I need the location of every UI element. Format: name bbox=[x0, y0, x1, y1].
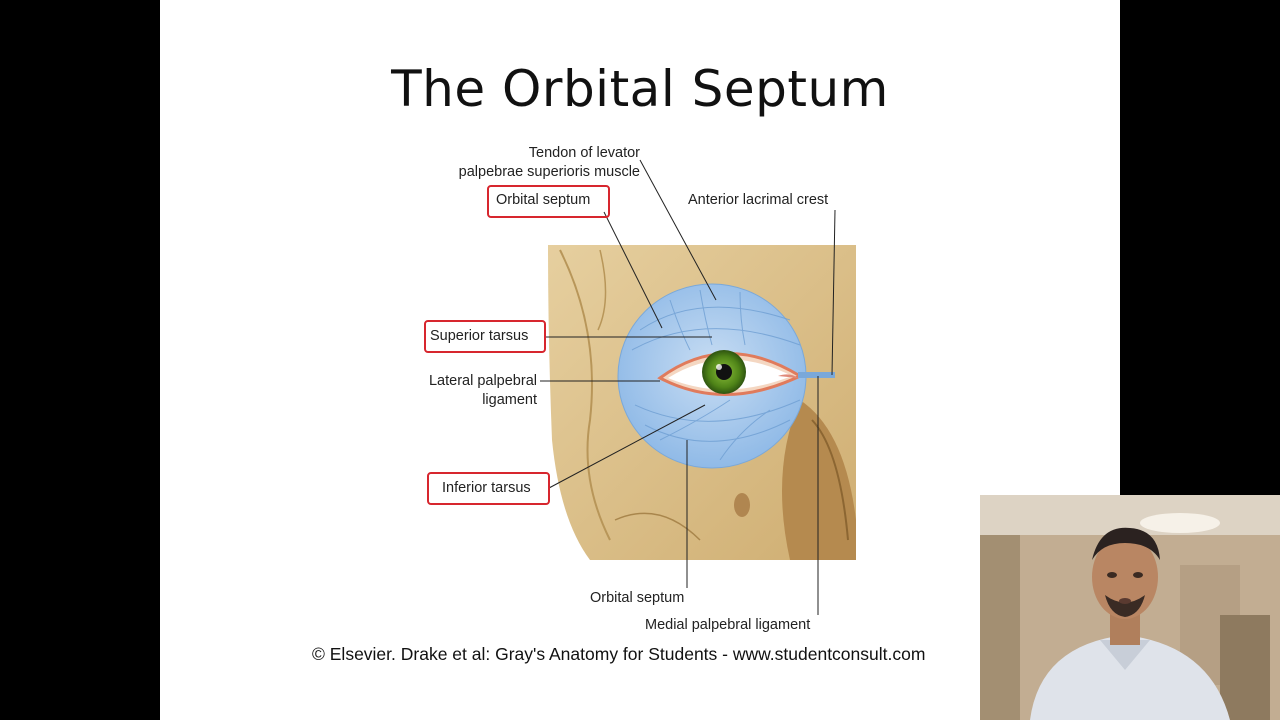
label-medial-palpebral-ligament: Medial palpebral ligament bbox=[645, 617, 811, 633]
label-lateral-palpebral-line2: ligament bbox=[482, 392, 537, 408]
highlight-box-inferior-tarsus bbox=[427, 472, 550, 505]
highlight-box-superior-tarsus bbox=[424, 320, 546, 353]
label-orbital-septum-top: Orbital septum bbox=[496, 192, 591, 208]
label-superior-tarsus: Superior tarsus bbox=[430, 328, 529, 344]
label-inferior-tarsus: Inferior tarsus bbox=[442, 480, 531, 496]
presenter-webcam-image bbox=[980, 495, 1280, 720]
label-tendon-levator-line2: palpebrae superioris muscle bbox=[458, 164, 640, 180]
label-orbital-septum-bottom: Orbital septum bbox=[590, 590, 685, 606]
slide-title: The Orbital Septum bbox=[391, 60, 889, 118]
image-credit: © Elsevier. Drake et al: Gray's Anatomy … bbox=[312, 644, 926, 664]
label-anterior-lacrimal-crest: Anterior lacrimal crest bbox=[688, 192, 829, 208]
label-lateral-palpebral-line1: Lateral palpebral bbox=[428, 373, 537, 389]
highlight-box-orbital-septum bbox=[487, 185, 610, 218]
label-tendon-levator: Tendon of levator palpebrae superioris m… bbox=[440, 144, 640, 182]
presenter-webcam bbox=[980, 495, 1280, 720]
label-tendon-levator-line1: Tendon of levator bbox=[528, 145, 640, 161]
label-lateral-palpebral-ligament: Lateral palpebral ligament bbox=[400, 372, 537, 410]
